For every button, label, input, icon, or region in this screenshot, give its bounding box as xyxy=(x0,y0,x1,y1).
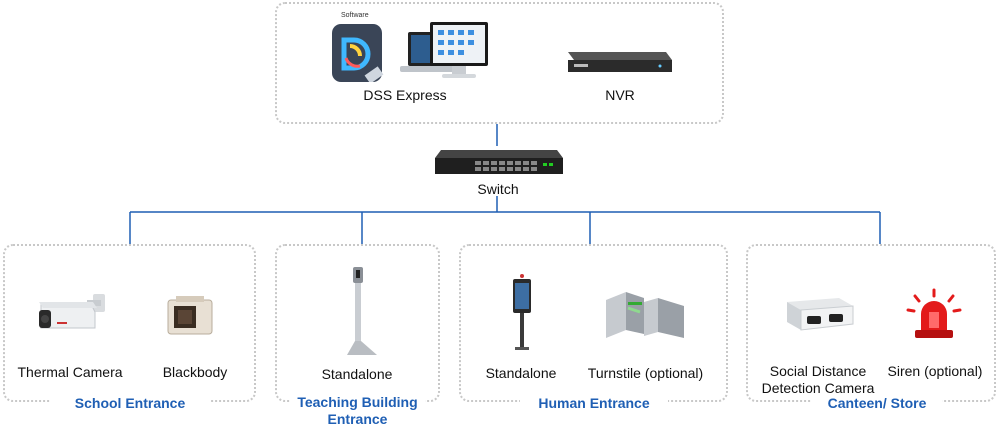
thermal-camera-icon xyxy=(39,294,105,329)
social-distance-camera-icon xyxy=(787,298,854,331)
nvr-label: NVR xyxy=(605,87,635,103)
thermal-camera-label: Thermal Camera xyxy=(17,364,123,380)
social-distance-camera-label: Social Distance Detection Camera xyxy=(761,363,875,396)
turnstile-icon xyxy=(606,292,684,338)
standalone-terminal-icon xyxy=(347,267,377,355)
siren-icon xyxy=(906,288,962,338)
switch-label: Switch xyxy=(477,181,519,197)
management-group-box xyxy=(275,2,724,124)
dss-app-icon xyxy=(332,22,488,84)
standalone-face-terminal-icon xyxy=(513,274,531,350)
dss-express-software: Software xyxy=(330,10,490,84)
siren-label: Siren (optional) xyxy=(887,363,983,379)
software-tag: Software xyxy=(338,12,372,19)
turnstile-label: Turnstile (optional) xyxy=(587,365,704,381)
school-entrance-title: School Entrance xyxy=(50,395,210,412)
nvr-icon xyxy=(568,52,672,72)
switch-icon xyxy=(435,150,563,174)
teaching-building-title: Teaching Building Entrance xyxy=(290,394,425,428)
standalone-label-teaching: Standalone xyxy=(321,366,393,382)
dss-express-label: DSS Express xyxy=(363,87,447,103)
canteen-store-title: Canteen/ Store xyxy=(812,395,942,412)
standalone-label-human: Standalone xyxy=(485,365,557,381)
blackbody-icon xyxy=(167,296,213,335)
human-entrance-title: Human Entrance xyxy=(520,395,668,412)
blackbody-label: Blackbody xyxy=(162,364,228,380)
